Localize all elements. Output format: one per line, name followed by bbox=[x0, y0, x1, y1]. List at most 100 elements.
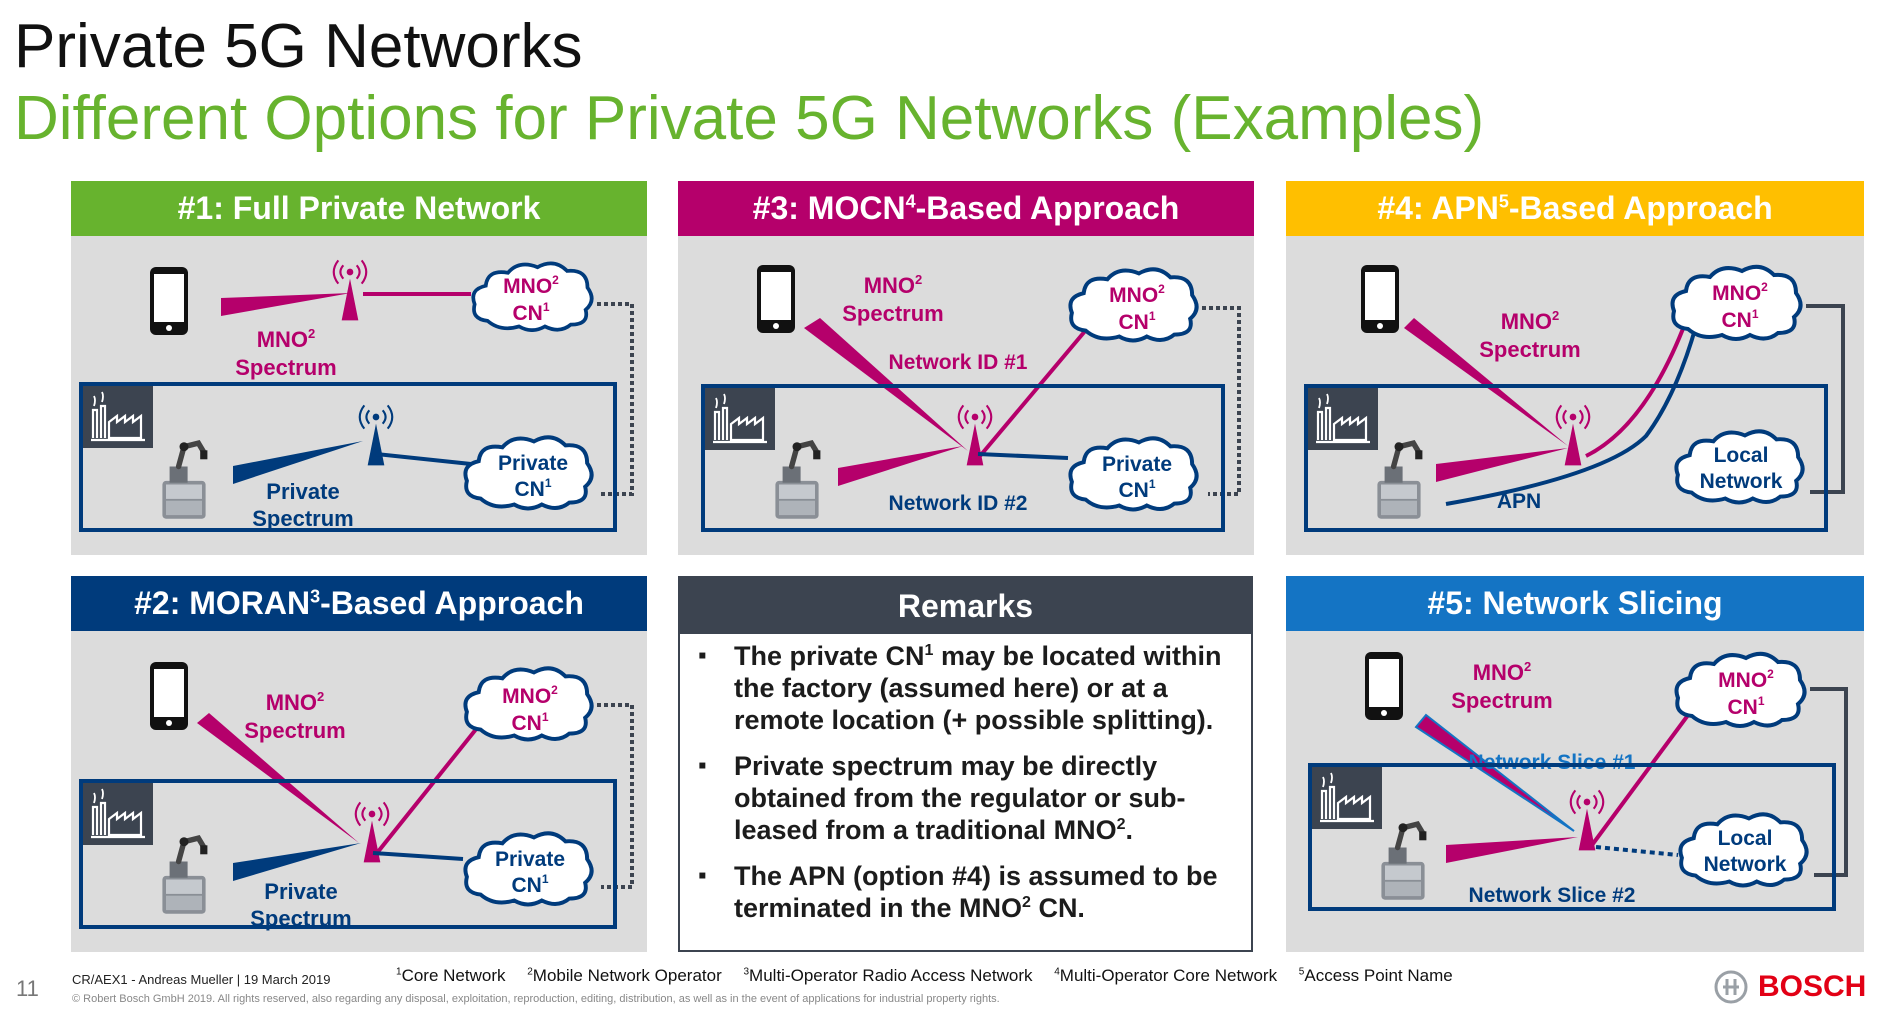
private-cn-label-2: CN1 bbox=[514, 476, 551, 501]
private-link bbox=[977, 452, 1069, 460]
solid-link bbox=[1810, 687, 1848, 877]
panel-title-rest: -Based Approach bbox=[1508, 190, 1773, 226]
spectrum-label: Spectrum bbox=[842, 301, 943, 326]
remarks-header: Remarks bbox=[680, 578, 1251, 634]
mno-cn-label-2: CN1 bbox=[512, 300, 549, 325]
smartphone-icon bbox=[150, 267, 188, 335]
panel-title: #4: APN bbox=[1377, 190, 1499, 226]
remarks-list: The private CN1 may be located within th… bbox=[698, 640, 1237, 938]
panel-title-rest: -Based Approach bbox=[915, 190, 1180, 226]
diagram-mocn: MNO2 Spectrum Network ID #1 MNO2 CN1 Pri… bbox=[701, 265, 1241, 532]
private-cn-label-2: CN1 bbox=[511, 872, 548, 897]
antenna-icon bbox=[1555, 404, 1591, 467]
panel-mocn-approach: #3: MOCN4-Based Approach MNO2 Spectrum N… bbox=[678, 181, 1254, 555]
factory-icon bbox=[83, 783, 153, 845]
network-id-2-beam bbox=[838, 446, 963, 486]
factory-boundary bbox=[1308, 763, 1836, 911]
private-link bbox=[372, 851, 464, 861]
panel-title: #1: Full Private Network bbox=[177, 190, 541, 226]
panel-header: #5: Network Slicing bbox=[1286, 576, 1864, 631]
mno-spectrum-label: MNO2 bbox=[257, 326, 316, 352]
dotted-local-link bbox=[1595, 845, 1679, 857]
mno-cn-label-2: CN1 bbox=[1721, 307, 1758, 332]
mno-cn-label-2: CN1 bbox=[511, 710, 548, 735]
footnote: 3Multi-Operator Radio Access Network bbox=[743, 966, 1033, 985]
mno-link bbox=[375, 721, 483, 855]
network-id-2-label: Network ID #2 bbox=[889, 492, 1028, 515]
mno-spectrum-label: MNO2 bbox=[266, 689, 325, 715]
private-spectrum-label-2: Spectrum bbox=[252, 506, 353, 531]
mno-cn-label: MNO2 bbox=[1712, 280, 1768, 305]
mno-link bbox=[1585, 320, 1688, 458]
network-slice-1-label: Network Slice #1 bbox=[1469, 751, 1636, 774]
spectrum-label: Spectrum bbox=[1479, 337, 1580, 362]
diagram-full-private: MNO2 Spectrum MNO2 CN1 Private CN1 Priva… bbox=[79, 259, 634, 532]
local-network-label: Local bbox=[1718, 827, 1773, 850]
factory-boundary bbox=[701, 384, 1225, 532]
private-spectrum-label: Private bbox=[266, 479, 339, 504]
network-id-1-label: Network ID #1 bbox=[889, 351, 1028, 374]
private-spectrum-label-2: Spectrum bbox=[250, 906, 351, 931]
smartphone-icon bbox=[757, 265, 795, 333]
factory-icon bbox=[1312, 767, 1382, 829]
mno-cn-label: MNO2 bbox=[502, 683, 558, 708]
diagram-moran: MNO2 Spectrum MNO2 CN1 Private CN1 Priva… bbox=[79, 662, 634, 931]
author-line: CR/AEX1 - Andreas Mueller | 19 March 201… bbox=[72, 972, 331, 987]
slide-subtitle: Different Options for Private 5G Network… bbox=[14, 84, 1485, 153]
remark-item: The APN (option #4) is assumed to be ter… bbox=[698, 860, 1237, 924]
antenna-icon bbox=[332, 259, 368, 322]
private-spectrum-beam bbox=[233, 843, 361, 881]
local-network-label-2: Network bbox=[1704, 853, 1787, 876]
remarks-box: Remarks The private CN1 may be located w… bbox=[678, 576, 1253, 952]
copyright-line: © Robert Bosch GmbH 2019. All rights res… bbox=[72, 993, 1000, 1005]
spectrum-label: Spectrum bbox=[244, 718, 345, 743]
slide-title: Private 5G Networks bbox=[14, 12, 583, 81]
network-slice-2-label: Network Slice #2 bbox=[1469, 884, 1636, 907]
private-cn-label: Private bbox=[495, 848, 565, 871]
robot-icon bbox=[1377, 442, 1422, 519]
factory-icon bbox=[1308, 388, 1378, 450]
factory-icon bbox=[83, 386, 153, 448]
remark-item: The private CN1 may be located within th… bbox=[698, 640, 1237, 736]
spectrum-label: Spectrum bbox=[235, 355, 336, 380]
mno-link bbox=[1590, 705, 1696, 847]
radio-beam bbox=[1436, 448, 1568, 482]
mno-cn-label-2: CN1 bbox=[1118, 309, 1155, 334]
brand-name: BOSCH bbox=[1758, 970, 1867, 1003]
mno-spectrum-beam bbox=[1414, 713, 1575, 832]
panel-full-private-network: #1: Full Private Network MNO2 Spectrum M… bbox=[71, 181, 647, 555]
panel-title: #3: MOCN bbox=[752, 190, 906, 226]
mno-cn-label-2: CN1 bbox=[1727, 694, 1764, 719]
factory-boundary bbox=[79, 382, 617, 532]
smartphone-icon bbox=[1365, 652, 1403, 720]
footnotes: 1Core Network 2Mobile Network Operator 3… bbox=[396, 966, 1470, 986]
robot-icon bbox=[1381, 823, 1426, 900]
spectrum-label: Spectrum bbox=[1451, 688, 1552, 713]
bosch-logo: BOSCH bbox=[1714, 970, 1866, 1004]
factory-boundary bbox=[79, 779, 617, 929]
panel-apn-approach: #4: APN5-Based Approach MNO2 Spectrum MN… bbox=[1286, 181, 1864, 555]
panel-title-sup: 3 bbox=[310, 586, 321, 607]
robot-icon bbox=[162, 837, 207, 914]
smartphone-icon bbox=[150, 662, 188, 730]
panel-title-sup: 5 bbox=[1498, 191, 1509, 212]
footnote: 5Access Point Name bbox=[1298, 966, 1453, 985]
panel-header: #4: APN5-Based Approach bbox=[1286, 181, 1864, 236]
mno-spectrum-beam bbox=[1404, 318, 1568, 446]
footnote: 4Multi-Operator Core Network bbox=[1054, 966, 1278, 985]
mno-spectrum-label: MNO2 bbox=[864, 272, 923, 298]
robot-icon bbox=[162, 442, 207, 519]
panel-title-rest: -Based Approach bbox=[320, 585, 584, 621]
panel-title-sup: 4 bbox=[905, 191, 916, 212]
smartphone-icon bbox=[1361, 265, 1399, 333]
mno-spectrum-beam bbox=[221, 293, 351, 316]
mno-cn-label: MNO2 bbox=[503, 273, 559, 298]
diagram-apn: MNO2 Spectrum MNO2 CN1 Local Network APN bbox=[1304, 236, 1845, 532]
local-network-label: Local bbox=[1714, 444, 1769, 467]
footnote: 1Core Network bbox=[396, 966, 506, 985]
panel-network-slicing: #5: Network Slicing MNO2 Spectrum Networ… bbox=[1286, 576, 1864, 952]
apn-label: APN bbox=[1497, 490, 1541, 513]
bosch-logo-icon bbox=[1714, 970, 1748, 1004]
remark-item: Private spectrum may be directly obtaine… bbox=[698, 750, 1237, 846]
mno-cn-label: MNO2 bbox=[1109, 282, 1165, 307]
